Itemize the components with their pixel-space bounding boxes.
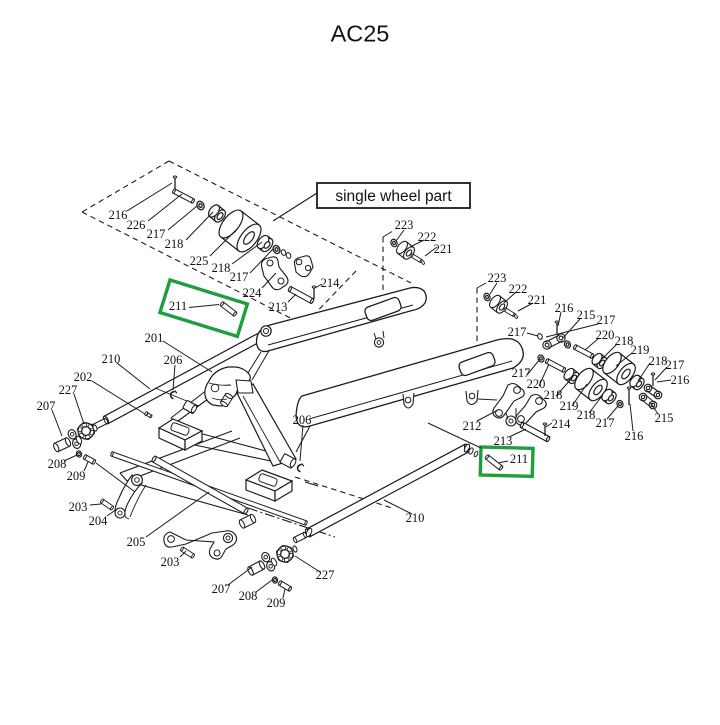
svg-text:217: 217: [508, 325, 527, 339]
svg-text:217: 217: [230, 270, 249, 284]
svg-text:216: 216: [555, 301, 574, 315]
svg-text:202: 202: [74, 370, 93, 384]
svg-text:208: 208: [239, 589, 258, 603]
svg-text:220: 220: [527, 377, 546, 391]
svg-text:217: 217: [666, 358, 685, 372]
svg-text:211: 211: [169, 299, 187, 313]
svg-text:203: 203: [69, 500, 88, 514]
svg-text:218: 218: [212, 261, 231, 275]
svg-text:201: 201: [145, 331, 164, 345]
svg-text:213: 213: [494, 434, 513, 448]
svg-text:225: 225: [190, 254, 209, 268]
svg-text:227: 227: [59, 383, 78, 397]
svg-text:221: 221: [434, 242, 453, 256]
svg-text:210: 210: [102, 352, 121, 366]
svg-text:224: 224: [243, 286, 263, 300]
svg-text:216: 216: [671, 373, 690, 387]
svg-text:217: 217: [596, 416, 615, 430]
svg-text:217: 217: [512, 366, 531, 380]
svg-text:217: 217: [597, 313, 616, 327]
svg-text:207: 207: [37, 399, 56, 413]
svg-text:218: 218: [649, 354, 668, 368]
svg-text:226: 226: [127, 218, 146, 232]
svg-text:214: 214: [552, 417, 572, 431]
svg-text:212: 212: [463, 419, 482, 433]
svg-text:223: 223: [395, 218, 414, 232]
svg-text:AC25: AC25: [331, 21, 390, 47]
svg-text:208: 208: [48, 457, 67, 471]
svg-text:209: 209: [267, 596, 286, 610]
svg-text:218: 218: [165, 237, 184, 251]
svg-text:221: 221: [528, 293, 547, 307]
svg-text:214: 214: [321, 276, 341, 290]
svg-text:206: 206: [164, 353, 183, 367]
svg-text:219: 219: [631, 343, 650, 357]
svg-text:single wheel part: single wheel part: [335, 188, 452, 205]
svg-text:223: 223: [488, 271, 507, 285]
svg-text:206: 206: [293, 413, 312, 427]
svg-text:222: 222: [509, 282, 528, 296]
svg-text:222: 222: [418, 230, 437, 244]
svg-text:213: 213: [269, 300, 288, 314]
svg-text:220: 220: [596, 328, 615, 342]
svg-text:209: 209: [67, 469, 86, 483]
svg-text:210: 210: [406, 511, 425, 525]
svg-text:215: 215: [577, 308, 596, 322]
svg-text:215: 215: [655, 411, 674, 425]
svg-text:218: 218: [577, 408, 596, 422]
svg-text:216: 216: [625, 429, 644, 443]
svg-text:227: 227: [316, 568, 335, 582]
svg-text:217: 217: [147, 227, 166, 241]
svg-text:205: 205: [127, 535, 146, 549]
svg-text:219: 219: [560, 399, 579, 413]
svg-text:211: 211: [510, 452, 528, 466]
svg-text:218: 218: [544, 388, 563, 402]
svg-text:216: 216: [109, 208, 128, 222]
svg-text:218: 218: [615, 334, 634, 348]
svg-text:204: 204: [89, 514, 109, 528]
svg-text:207: 207: [212, 582, 231, 596]
svg-text:203: 203: [161, 555, 180, 569]
